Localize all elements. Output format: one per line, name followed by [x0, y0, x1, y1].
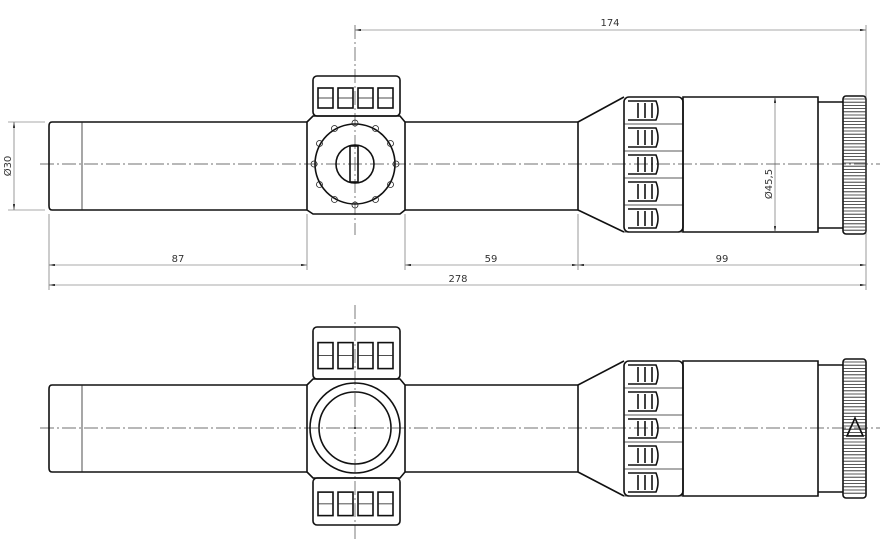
eyepiece-body: [682, 360, 819, 497]
magnification-ring: [623, 96, 684, 233]
ocular-cone: [577, 360, 625, 497]
elevation-knob: [312, 75, 401, 117]
magnification-ring: [623, 360, 684, 497]
elevation-knob: [312, 326, 401, 380]
dim-diameter-45-5: Ø45,5: [763, 169, 775, 199]
eyepiece-body: [682, 96, 819, 233]
diopter-cap: [842, 95, 867, 235]
windage-knob: [310, 119, 400, 209]
dim-278: 278: [448, 274, 467, 285]
side-focus-knob: [309, 382, 401, 474]
dim-99: 99: [716, 254, 729, 265]
index-triangle-icon: [845, 416, 865, 437]
ocular-tube: [405, 384, 578, 473]
objective-tube: [48, 121, 307, 211]
objective-tube: [48, 384, 307, 473]
dim-174: 174: [600, 18, 619, 29]
top-view: [40, 25, 880, 235]
dim-diameter-30: Ø30: [2, 156, 14, 177]
side-view: [40, 305, 880, 540]
turret-block: [306, 115, 406, 215]
dim-87: 87: [172, 254, 185, 265]
ocular-tube: [405, 121, 578, 211]
diopter-cap: [842, 358, 867, 499]
ocular-cone: [577, 96, 625, 233]
dim-59: 59: [485, 254, 498, 265]
illumination-knob: [312, 477, 401, 526]
dimension-lines: 174 Ø30 87 59 99 278 Ø45,5: [2, 18, 867, 290]
